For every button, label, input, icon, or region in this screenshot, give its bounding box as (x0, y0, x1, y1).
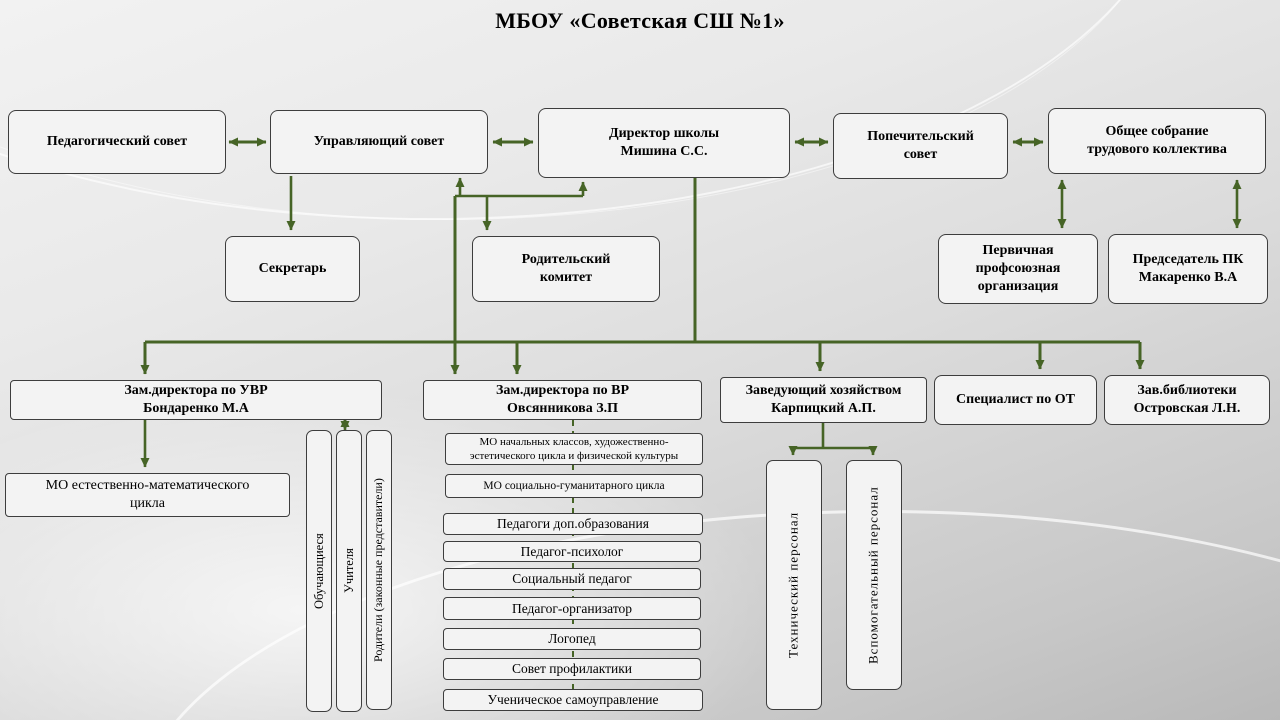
org-node-deputy-uvr: Зам.директора по УВР Бондаренко М.А (10, 380, 382, 420)
org-node-parents: Родители (законные представители) (366, 430, 392, 710)
org-node-extra-education-teachers: Педагоги доп.образования (443, 513, 703, 535)
org-node-mo-primary-classes: МО начальных классов, художественно- эст… (445, 433, 703, 465)
org-node-facility-manager: Заведующий хозяйством Карпицкий А.П. (720, 377, 927, 423)
org-node-organizer-pedagogue: Педагог-организатор (443, 597, 701, 620)
org-node-governing-council: Управляющий совет (270, 110, 488, 174)
org-node-mo-natural-math: МО естественно-математического цикла (5, 473, 290, 517)
org-node-pedagogical-council: Педагогический совет (8, 110, 226, 174)
org-node-trustee-council: Попечительский совет (833, 113, 1008, 179)
org-node-labor-safety-specialist: Специалист по ОТ (934, 375, 1097, 425)
org-node-prevention-council: Совет профилактики (443, 658, 701, 680)
org-node-trade-union: Первичная профсоюзная организация (938, 234, 1098, 304)
org-node-student-self-government: Ученическое самоуправление (443, 689, 703, 711)
org-node-director: Директор школы Мишина С.С. (538, 108, 790, 178)
org-node-psychologist: Педагог-психолог (443, 541, 701, 562)
org-node-pk-chairman: Председатель ПК Макаренко В.А (1108, 234, 1268, 304)
org-node-speech-therapist: Логопед (443, 628, 701, 650)
background-swoosh (130, 510, 1280, 720)
org-node-social-pedagogue: Социальный педагог (443, 568, 701, 590)
org-node-mo-social-humanities: МО социально-гуманитарного цикла (445, 474, 703, 498)
org-node-students: Обучающиеся (306, 430, 332, 712)
org-node-librarian: Зав.библиотеки Островская Л.Н. (1104, 375, 1270, 425)
org-node-technical-staff: Технический персонал (766, 460, 822, 710)
org-node-parent-committee: Родительский комитет (472, 236, 660, 302)
org-node-support-staff: Вспомогательный персонал (846, 460, 902, 690)
org-node-deputy-vr: Зам.директора по ВР Овсянникова З.П (423, 380, 702, 420)
page-title: МБОУ «Советская СШ №1» (495, 8, 785, 33)
org-node-general-assembly: Общее собрание трудового коллектива (1048, 108, 1266, 174)
org-node-secretary: Секретарь (225, 236, 360, 302)
org-node-teachers: Учителя (336, 430, 362, 712)
